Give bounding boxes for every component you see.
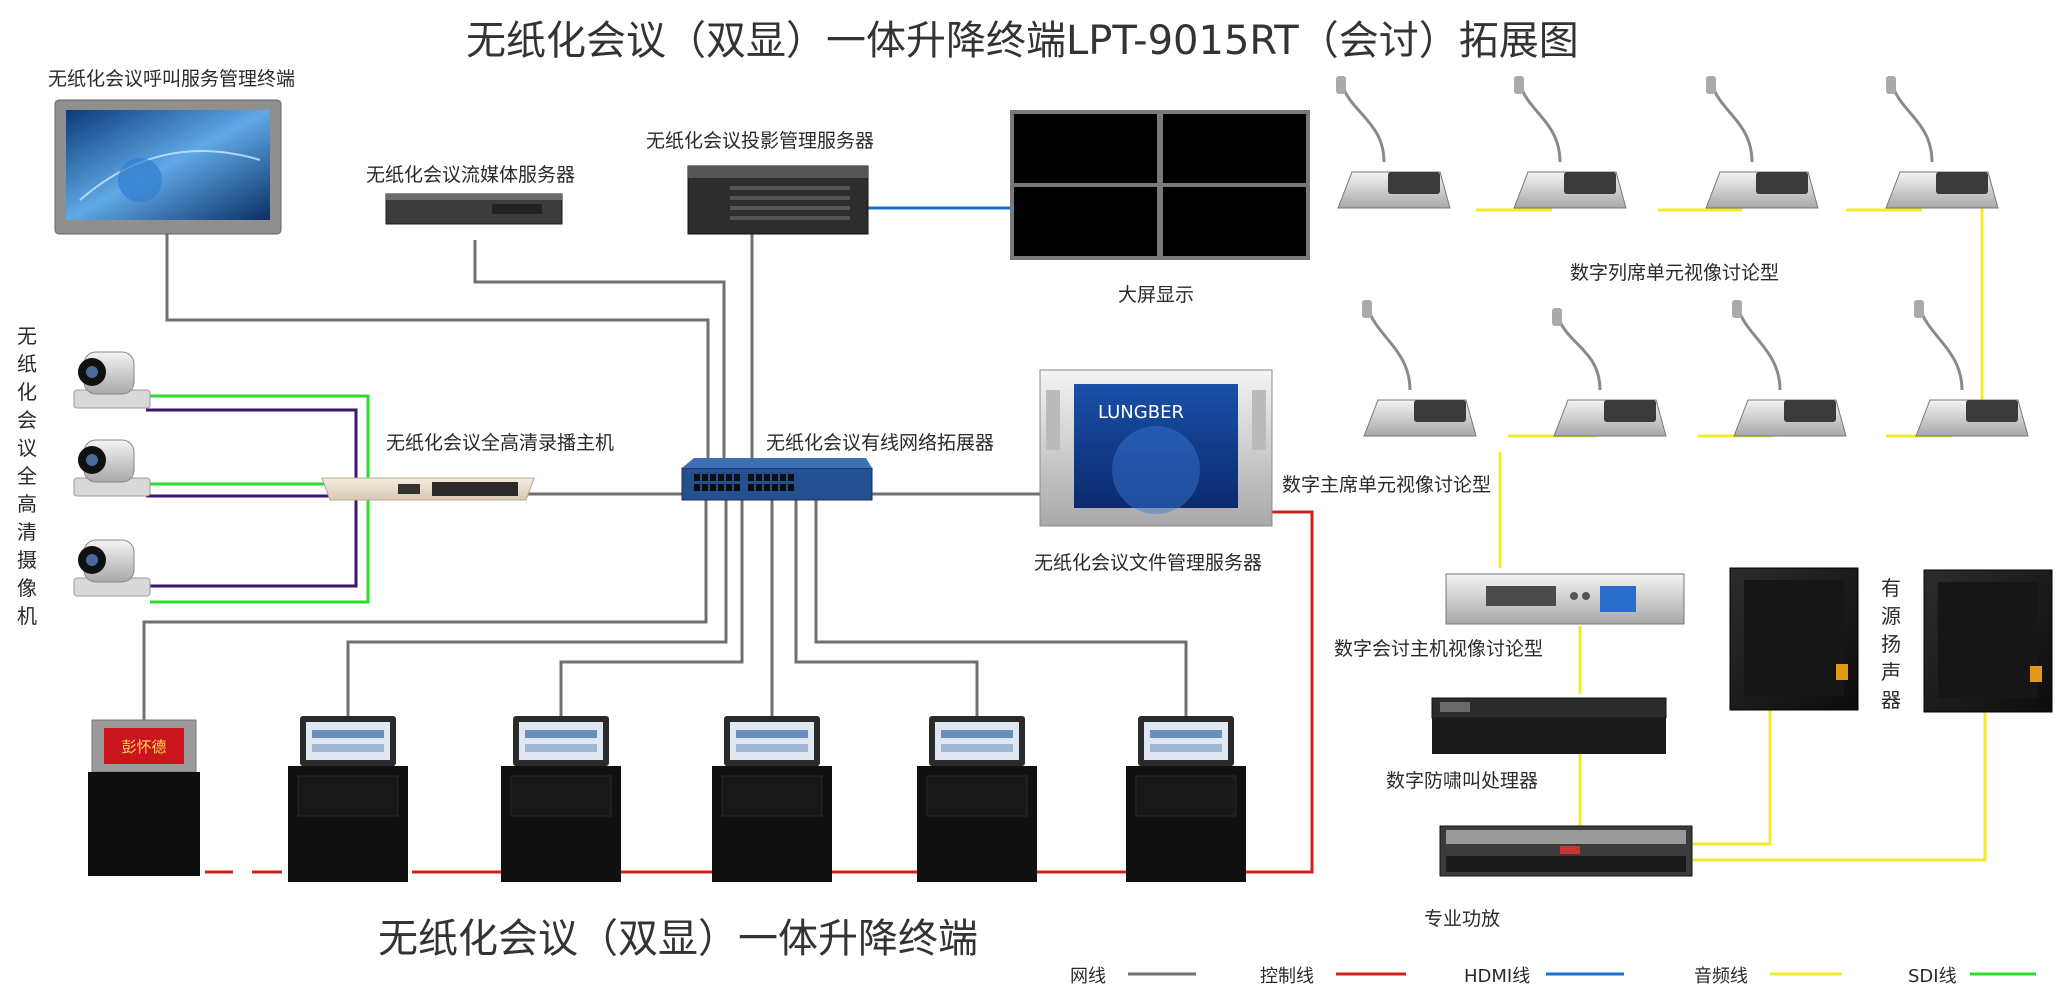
video-wall <box>1010 110 1310 260</box>
lift-terminal-icon <box>1126 716 1246 882</box>
projection-server <box>687 165 869 235</box>
feedback-processor <box>1431 697 1667 754</box>
label-big-screen: 大屏显示 <box>1118 284 1195 306</box>
lift-terminal-icon <box>288 716 408 882</box>
label-stream-server: 无纸化会议流媒体服务器 <box>366 164 576 186</box>
monitor-brand: LUNGBER <box>1098 402 1184 423</box>
gooseneck-mic-icon <box>1552 308 1667 437</box>
diagram-title: 无纸化会议（双显）一体升降终端LPT-9015RT（会讨）拓展图 <box>466 18 1579 64</box>
camera-icon <box>73 439 151 497</box>
call-terminal-monitor <box>54 99 282 235</box>
label-speakers: 有源扬声器 <box>1881 576 1901 712</box>
gooseneck-mic-icon <box>1513 76 1627 209</box>
label-conference-host: 数字会讨主机视像讨论型 <box>1334 638 1544 660</box>
audio-cables <box>1476 206 1987 862</box>
gooseneck-mic-icon <box>1336 76 1451 209</box>
label-file-server: 无纸化会议文件管理服务器 <box>1034 552 1263 574</box>
speaker-right <box>1923 569 2053 713</box>
label-call-terminal: 无纸化会议呼叫服务管理终端 <box>48 68 296 90</box>
legend-label-control: 控制线 <box>1260 966 1314 987</box>
lift-terminals <box>288 716 1246 882</box>
network-switch <box>681 458 873 501</box>
nameplate-terminal: 彭怀德 <box>88 719 200 876</box>
gooseneck-mic-icon <box>1732 300 1847 437</box>
label-projection-server: 无纸化会议投影管理服务器 <box>646 130 875 152</box>
label-delegate-units: 数字列席单元视像讨论型 <box>1570 262 1780 284</box>
gooseneck-mic-icon <box>1885 76 1999 209</box>
label-recorder: 无纸化会议全高清录播主机 <box>386 432 615 454</box>
cameras <box>73 351 151 597</box>
legend-label-sdi: SDI线 <box>1908 966 1957 987</box>
network-cables <box>142 232 1188 722</box>
stream-server <box>385 193 563 225</box>
discussion-units <box>1336 76 2029 437</box>
lift-terminal-icon <box>712 716 832 882</box>
label-camera-group: 无纸化会议全高清摄像机 <box>17 324 37 628</box>
gooseneck-mic-icon <box>1914 300 2029 437</box>
camera-icon <box>73 351 151 409</box>
power-amplifier <box>1439 825 1693 877</box>
label-chairman-unit: 数字主席单元视像讨论型 <box>1282 474 1492 496</box>
label-switch: 无纸化会议有线网络拓展器 <box>766 432 995 454</box>
speaker-left <box>1729 567 1859 711</box>
lift-terminal-icon <box>917 716 1037 882</box>
legend-label-audio: 音频线 <box>1694 966 1748 987</box>
lift-terminal-icon <box>501 716 621 882</box>
gooseneck-mic-icon <box>1362 300 1477 437</box>
recorder-host <box>321 477 535 501</box>
label-amplifier: 专业功放 <box>1424 908 1501 930</box>
camera-icon <box>73 539 151 597</box>
file-server <box>1039 369 1273 527</box>
label-feedback-processor: 数字防啸叫处理器 <box>1386 770 1539 792</box>
legend-label-network: 网线 <box>1070 966 1106 987</box>
legend-label-hdmi: HDMI线 <box>1464 966 1531 987</box>
conference-host <box>1445 573 1685 625</box>
control-cables <box>205 510 1314 874</box>
nameplate-text: 彭怀德 <box>121 738 166 756</box>
gooseneck-mic-icon <box>1705 76 1819 209</box>
terminal-title: 无纸化会议（双显）一体升降终端 <box>378 916 978 962</box>
